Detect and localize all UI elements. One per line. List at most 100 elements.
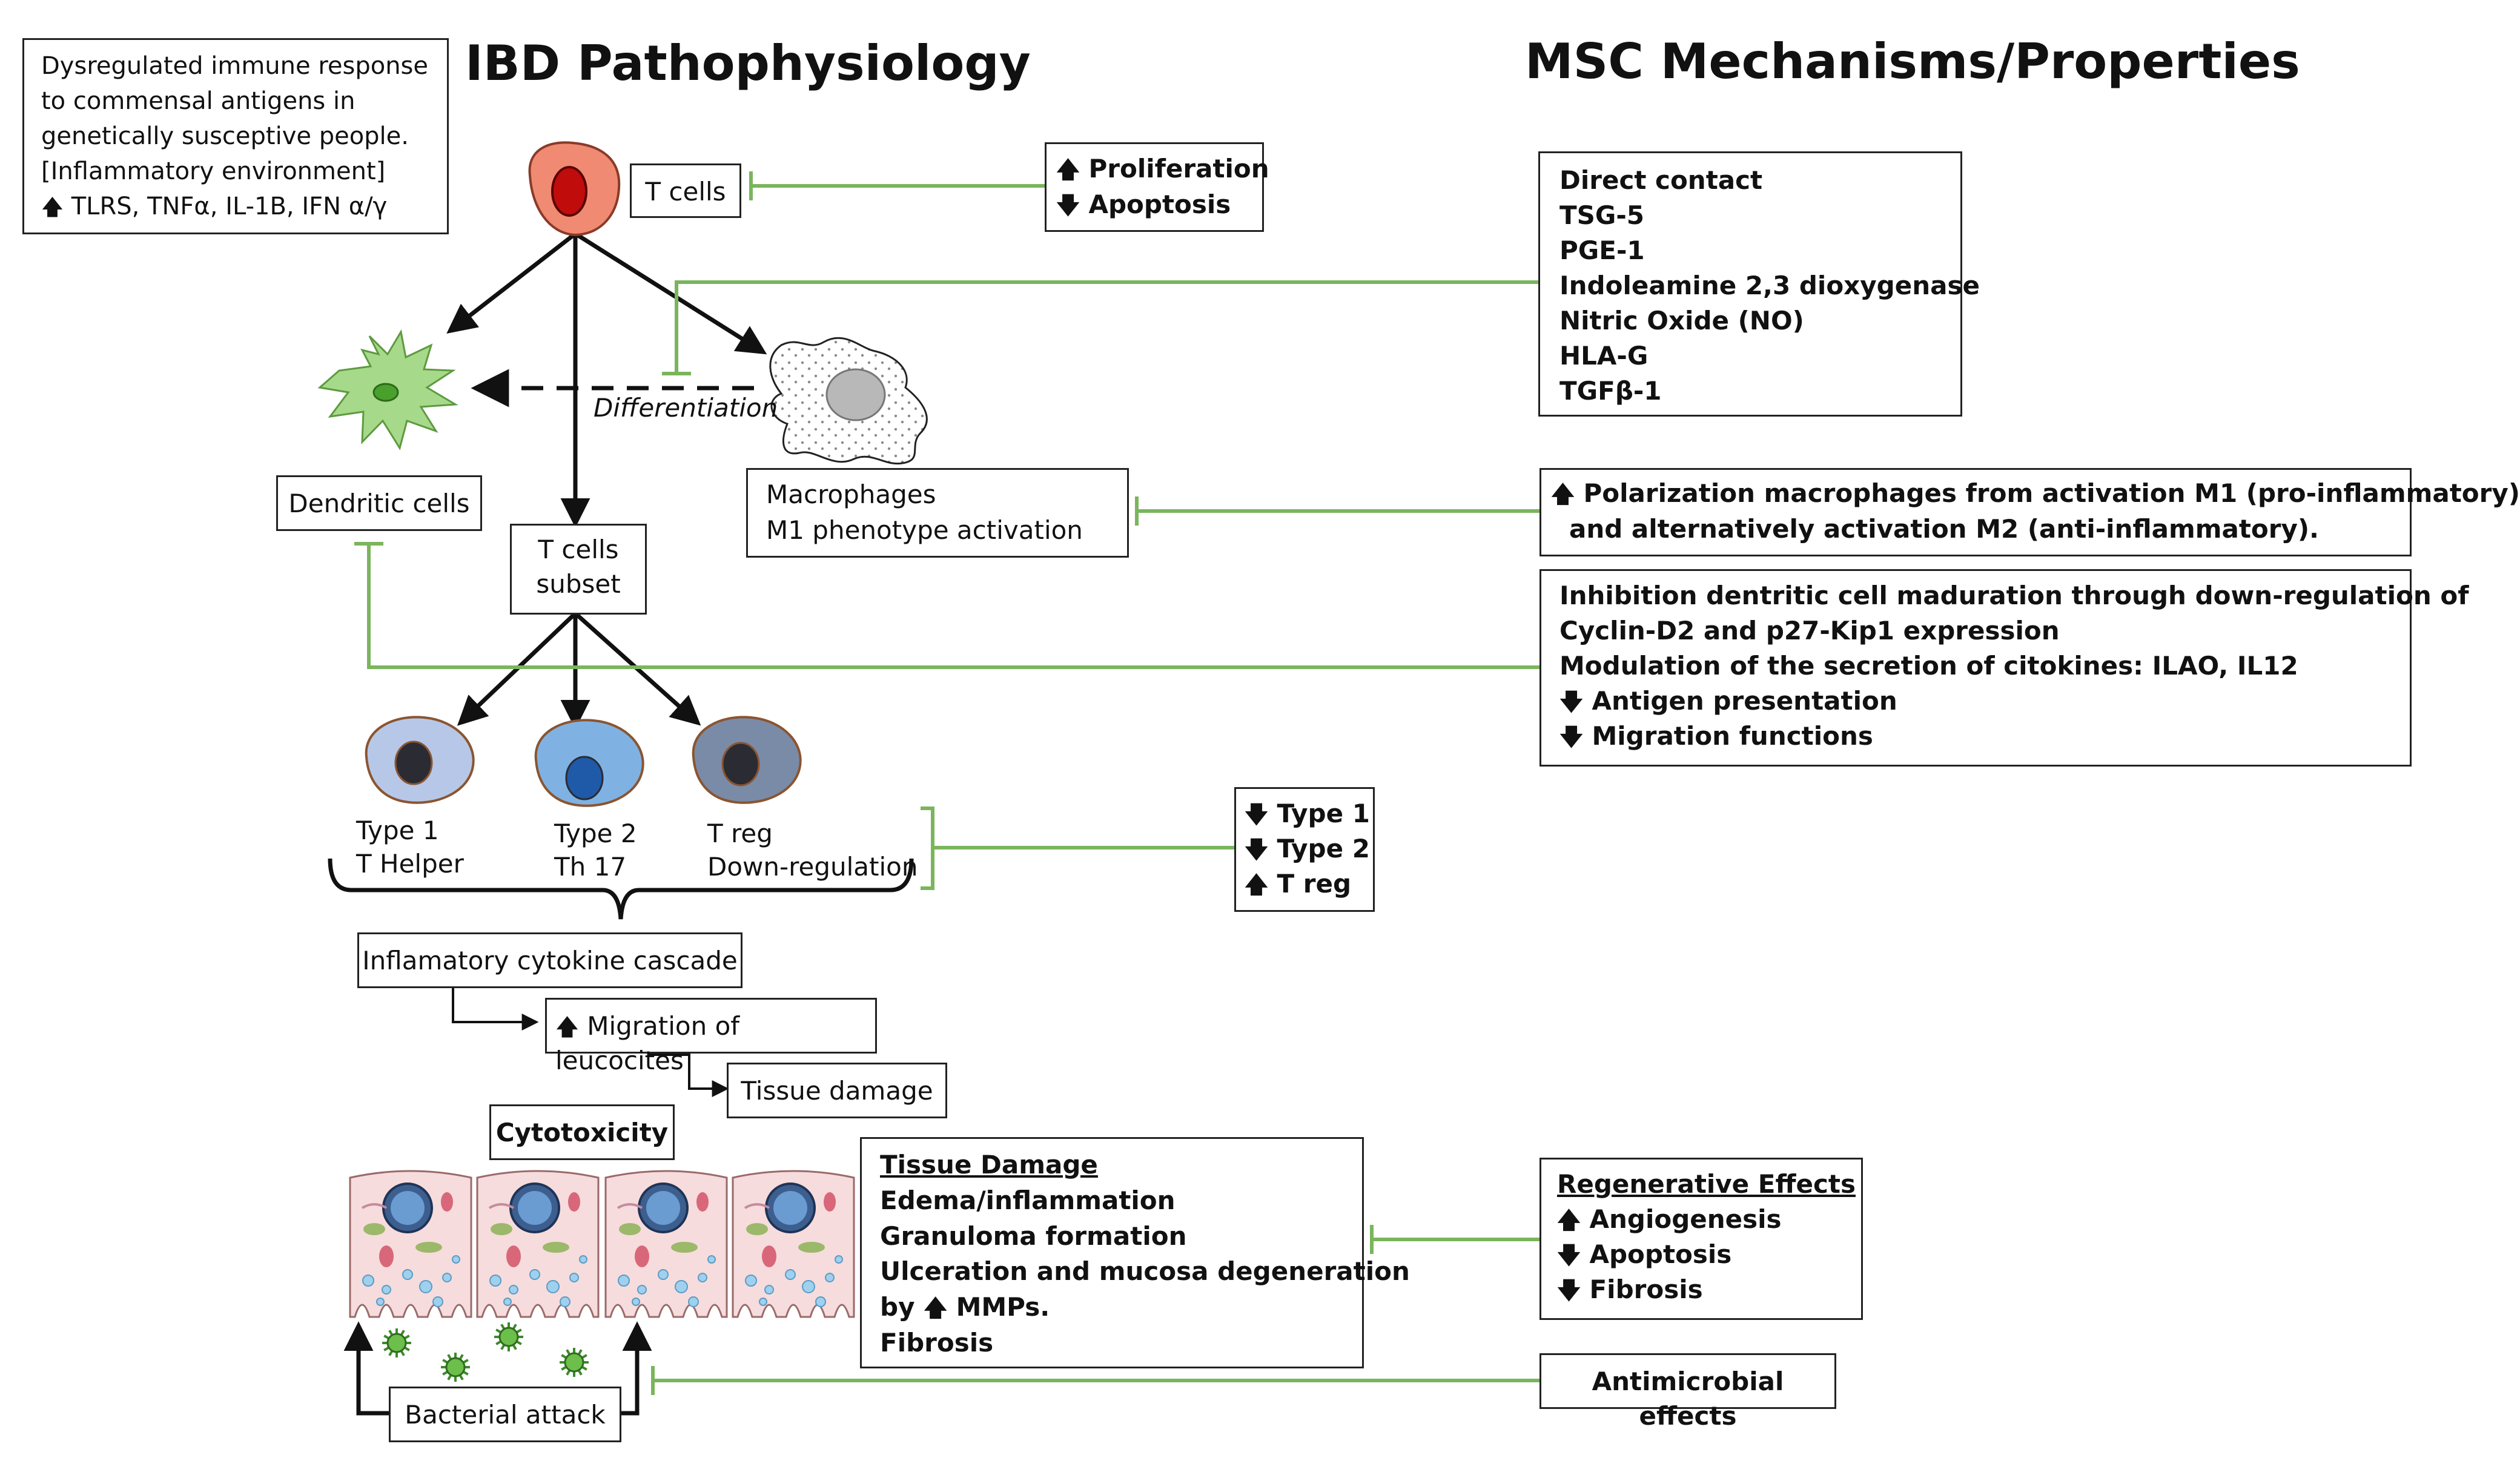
epithelial-cell-icon [604,1170,728,1318]
inhibit-macrophages [1135,496,1539,526]
arrow-bacteria-right [621,1321,652,1416]
macrophages-box: Macrophages M1 phenotype activation [746,468,1129,558]
proliferation-item: 🡅 Proliferation [1056,154,1269,183]
down-arrow-icon: 🡇 [1557,1241,1581,1268]
tcells-subset-box: T cells subset [510,524,647,615]
cytotoxicity-box: Cytotoxicity [489,1104,675,1160]
tissue-damage-line-4: by 🡅 MMPs. [880,1292,1050,1322]
direct-contact-line-1: Direct contact [1559,165,1763,195]
bacterial-arrows [343,1321,652,1416]
inhibit-tcells [749,171,1045,200]
dendritic-cells-box: Dendritic cells [276,475,482,531]
tcell-icon [528,141,621,237]
bacterial-attack-box: Bacterial attack [389,1387,621,1442]
type1-label: Type 1 T Helper [356,816,464,879]
bacterial-attack-label: Bacterial attack [405,1400,606,1430]
angiogenesis-item: 🡅 Angiogenesis [1557,1204,1782,1234]
polarization-line-2: and alternatively activation M2 (anti-in… [1569,513,2319,544]
type1-cell-icon [365,716,475,804]
direct-contact-line-7: TGFβ-1 [1559,375,1662,406]
macrophages-line-2: M1 phenotype activation [766,515,1083,545]
tissue-damage-line-3: Ulceration and mucosa degeneration [880,1256,1410,1287]
immune-line-3: genetically susceptive people. [41,122,409,150]
arrow-tcell-to-macrophage [574,232,767,355]
dendritic-cell-icon [317,329,458,450]
direct-contact-line-3: PGE-1 [1559,235,1645,265]
immune-line-4: [Inflammatory environment] [41,157,386,185]
epithelial-cell-icon [349,1170,472,1318]
inhibit-dendritic [354,542,1539,669]
down-arrow-icon: 🡇 [1557,1276,1581,1304]
immune-line-5: 🡅 TLRS, TNFα, IL-1B, IFN α/γ [41,193,388,220]
dendritic-cells-label: Dendritic cells [288,489,470,518]
up-arrow-icon: 🡅 [924,1295,947,1322]
bacterium-icon [560,1348,589,1377]
tcells-subset-line-1: T cells [538,535,619,564]
direct-contact-line-6: HLA-G [1559,340,1649,371]
inhibitory-connectors [354,171,1539,1395]
down-arrow-icon: 🡇 [1245,836,1268,863]
down-arrow-icon: 🡇 [1056,191,1080,219]
regen-apoptosis-item: 🡇 Apoptosis [1557,1239,1732,1269]
types-box: 🡇 Type 1 🡇 Type 2 🡅 T reg [1234,787,1375,912]
polarization-box: 🡅 Polarization macrophages from activati… [1539,468,2520,556]
differentiation-label: Differentiation [594,393,778,423]
dc-inhibition-line-1: Inhibition dentritic cell maduration thr… [1559,581,2469,610]
cytotoxicity-label: Cytotoxicity [495,1118,669,1147]
up-arrow-icon: 🡅 [555,1014,579,1040]
migration-leucocites-box: 🡅 Migration of leucocites [545,998,877,1075]
arrow-tcell-to-dendritic [446,232,577,334]
polarization-line-1: 🡅 Polarization macrophages from activati… [1551,478,2520,508]
type2-item: 🡇 Type 2 [1245,833,1370,863]
bacterium-icon [441,1353,470,1382]
arrow-bacteria-left [343,1321,389,1416]
apoptosis-item: 🡇 Apoptosis [1056,189,1231,219]
migration-functions-item: 🡇 Migration functions [1559,721,1873,751]
up-arrow-icon: 🡅 [1551,481,1575,507]
antigen-presentation-item: 🡇 Antigen presentation [1559,685,1897,716]
cytokine-cascade-box: Inflamatory cytokine cascade [357,932,742,988]
bacterium-icon [382,1328,411,1357]
down-arrow-icon: 🡇 [1559,688,1583,715]
up-arrow-icon: 🡅 [41,195,64,220]
arrow-migration-to-damage [649,1054,729,1097]
treg-cell-icon [692,716,802,804]
direct-contact-box: Direct contact TSG-5 PGE-1 Indoleamine 2… [1538,151,1980,417]
title-ibd-pathophysiology: IBD Pathophysiology [465,35,1031,91]
antimicrobial-effects-label: Antimicrobial effects [1592,1367,1784,1431]
up-arrow-icon: 🡅 [1557,1206,1581,1233]
up-arrow-icon: 🡅 [1245,871,1268,898]
treg-item: 🡅 T reg [1245,868,1352,899]
tissue-damage-small-label: Tissue damage [741,1076,933,1106]
diagram-canvas: IBD Pathophysiology MSC Mechanisms/Prope… [22,33,2520,1442]
immune-response-box: Dysregulated immune response to commensa… [22,38,449,234]
bacterium-icon [494,1322,523,1351]
antimicrobial-effects-box: Antimicrobial effects [1539,1353,1836,1431]
regenerative-effects-box: Regenerative Effects 🡅 Angiogenesis 🡇 Ap… [1539,1158,1863,1320]
macrophages-line-1: Macrophages [766,480,936,509]
macrophage-icon [769,337,928,465]
epithelium-icon [349,1170,855,1318]
type2-label: Type 2 Th 17 [554,819,637,882]
bacteria-icons [382,1322,589,1382]
tcells-label: T cells [645,177,726,206]
up-arrow-icon: 🡅 [1056,156,1080,183]
title-msc-mechanisms: MSC Mechanisms/Properties [1525,33,2300,90]
proliferation-box: 🡅 Proliferation 🡇 Apoptosis [1045,142,1269,232]
dc-inhibition-line-3: Modulation of the secretion of citokines… [1559,650,2298,681]
types-brace [328,858,914,920]
inhibit-differentiation [662,280,1538,375]
epithelial-cell-icon [476,1170,600,1318]
tissue-damage-heading: Tissue Damage [880,1150,1098,1179]
inhibit-tissue [1370,1225,1539,1254]
tcell-arrows [446,232,767,730]
regen-fibrosis-item: 🡇 Fibrosis [1557,1274,1703,1304]
diagram-graphics [317,141,1539,1416]
tcells-subset-line-2: subset [536,569,621,599]
type2-cell-icon [534,719,644,807]
epithelial-cell-icon [732,1170,855,1318]
inhibit-types [921,807,1234,890]
tissue-damage-line-1: Edema/inflammation [880,1185,1176,1215]
tissue-damage-box: Tissue Damage Edema/inflammation Granulo… [860,1137,1410,1368]
type1-item: 🡇 Type 1 [1245,799,1370,828]
